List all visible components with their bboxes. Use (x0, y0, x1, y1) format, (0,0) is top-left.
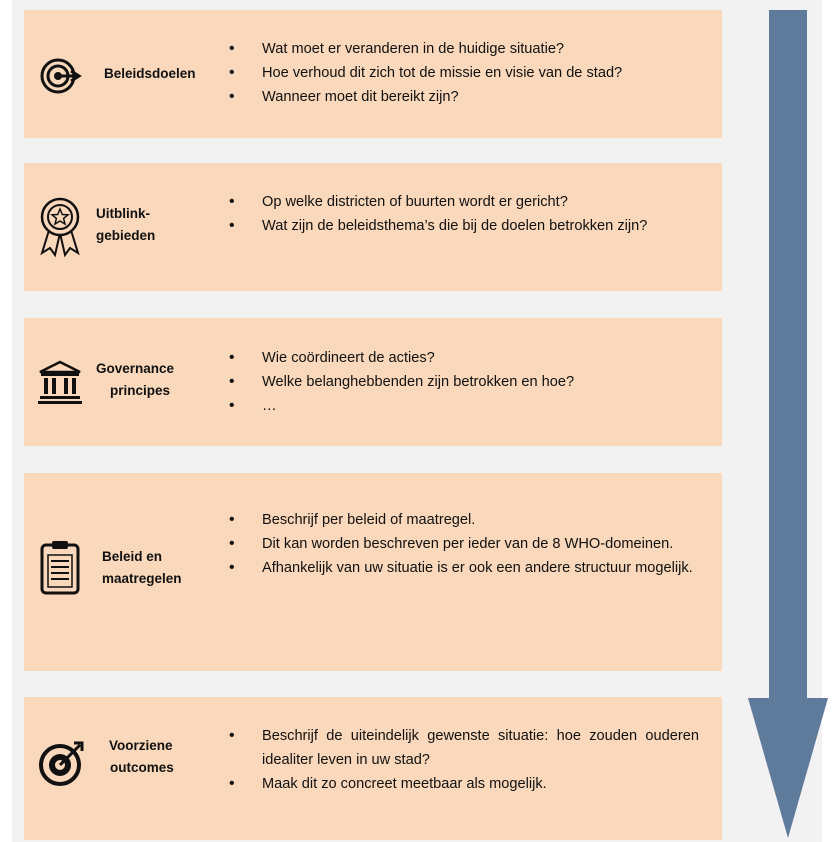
row-beleid-maatregelen: Beleid en maatregelen Beschrijf per bele… (24, 473, 722, 671)
row-label: Beleid en maatregelen (102, 549, 182, 586)
list-item: Welke belanghebbenden zijn betrokken en … (229, 370, 699, 394)
list-item: Wanneer moet dit bereikt zijn? (229, 85, 699, 109)
list-item: Wat zijn de beleidsthema’s die bij de do… (229, 214, 699, 238)
bullet-list: Wie coördineert de acties? Welke belangh… (229, 346, 699, 418)
award-ribbon-icon (38, 197, 82, 259)
list-item: Hoe verhoud dit zich tot de missie en vi… (229, 61, 699, 85)
list-item: … (229, 394, 699, 418)
list-item: Dit kan worden beschreven per ieder van … (229, 532, 699, 556)
row-beleidsdoelen: Beleidsdoelen Wat moet er veranderen in … (24, 10, 722, 138)
government-building-icon (38, 360, 82, 404)
bullet-list: Beschrijf per beleid of maatregel. Dit k… (229, 508, 699, 580)
list-item: Wie coördineert de acties? (229, 346, 699, 370)
row-uitblinkgebieden: Uitblink- gebieden Op welke districten o… (24, 163, 722, 291)
down-arrow-icon (748, 10, 828, 838)
bullet-list: Beschrijf de uiteindelijk gewenste situa… (229, 724, 699, 796)
clipboard-icon (38, 539, 82, 595)
list-item: Beschrijf per beleid of maatregel. (229, 508, 699, 532)
bullseye-icon (38, 739, 86, 787)
bullet-list: Op welke districten of buurten wordt er … (229, 190, 699, 238)
bullet-list: Wat moet er veranderen in de huidige sit… (229, 37, 699, 109)
row-label: Governance principes (96, 361, 175, 398)
row-voorziene-outcomes: Voorziene outcomes Beschrijf de uiteinde… (24, 697, 722, 840)
row-label: Voorziene outcomes (109, 738, 174, 775)
target-icon (38, 52, 82, 96)
list-item: Maak dit zo concreet meetbaar als mogeli… (229, 772, 699, 796)
list-item: Wat moet er veranderen in de huidige sit… (229, 37, 699, 61)
row-label: Beleidsdoelen (104, 66, 196, 81)
row-governance: Governance principes Wie coördineert de … (24, 318, 722, 446)
list-item: Afhankelijk van uw situatie is er ook ee… (229, 556, 699, 580)
row-label: Uitblink- gebieden (96, 206, 156, 243)
list-item: Beschrijf de uiteindelijk gewenste situa… (229, 724, 699, 772)
list-item: Op welke districten of buurten wordt er … (229, 190, 699, 214)
